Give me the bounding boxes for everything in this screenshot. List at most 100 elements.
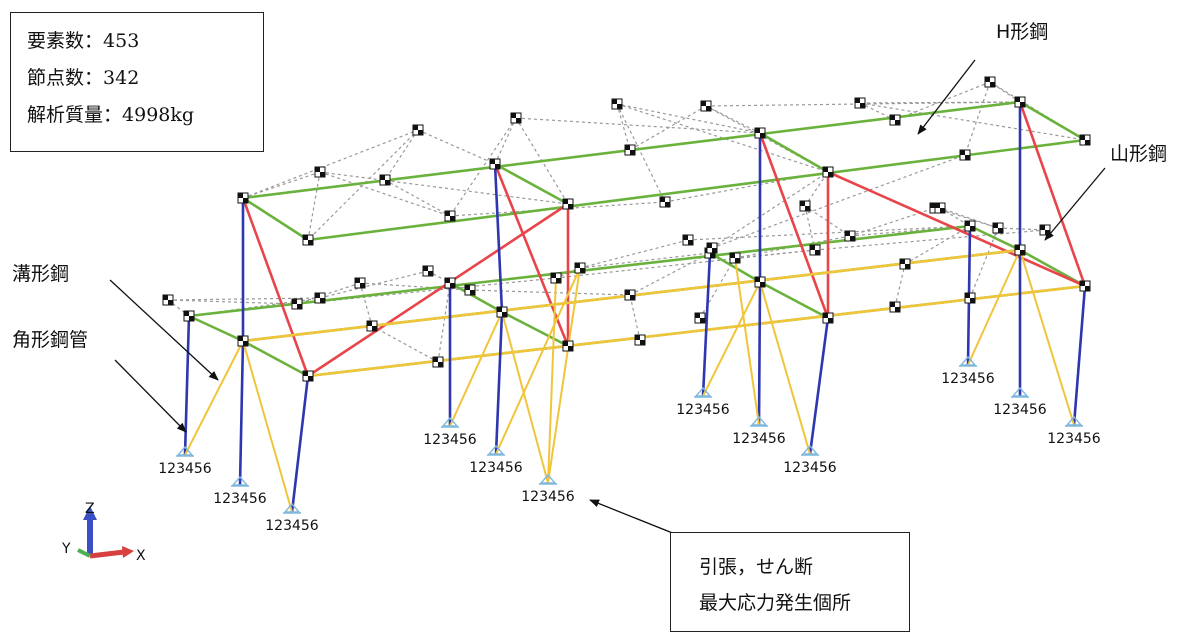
dashed-member (894, 263, 906, 308)
node-marker (706, 242, 718, 254)
leader-arrow (917, 59, 976, 135)
node-marker (562, 340, 574, 352)
angle-brace-member (495, 267, 581, 455)
dashed-member (167, 299, 298, 305)
support-icon (1065, 415, 1083, 426)
h-beam-member (758, 280, 830, 320)
h-beam-member (241, 196, 310, 242)
brace-member (758, 131, 830, 320)
h-beam-member (187, 314, 245, 343)
node-marker (854, 97, 866, 109)
node-marker (899, 258, 911, 270)
axis-z-arrow (83, 506, 97, 520)
node-marker (302, 234, 314, 246)
node-marker (634, 334, 646, 346)
node-marker (412, 124, 424, 136)
node-marker (822, 166, 834, 178)
axis-x-arrow (122, 546, 134, 558)
column-member (701, 252, 712, 397)
column-member (238, 340, 245, 486)
node-marker (444, 277, 456, 289)
node-marker (550, 272, 562, 284)
dashed-member (804, 171, 829, 207)
support-label: 123456 (265, 518, 319, 534)
brace-member (1018, 100, 1087, 288)
dashed-member (417, 129, 496, 165)
dashed-member (437, 282, 451, 363)
node-marker (444, 210, 456, 222)
column-member (290, 375, 310, 513)
h-beam-member (708, 251, 762, 284)
axis-x-label: X (136, 548, 146, 564)
node-marker (489, 158, 501, 170)
support-label: 123456 (469, 460, 523, 476)
h-beam-member (241, 339, 310, 378)
dashed-member (307, 129, 419, 241)
label-channel-steel: 溝形鋼 (12, 263, 69, 285)
support-icon (801, 444, 819, 455)
support-icon (959, 355, 977, 366)
angle-brace-member (184, 340, 244, 456)
support-icon (750, 415, 768, 426)
dashed-member (616, 103, 761, 134)
element-count-value: 453 (103, 30, 140, 52)
brace-member (241, 196, 310, 378)
axis-triad: Z Y X (61, 501, 146, 564)
node-marker (964, 220, 976, 232)
support-labels: 1234561234561234561234561234561234561234… (158, 371, 1101, 534)
brace-member (306, 202, 570, 378)
node-marker (700, 100, 712, 112)
dashed-member (629, 105, 707, 151)
node-marker (1014, 244, 1026, 256)
node-marker (1039, 224, 1051, 236)
dashed-member (734, 235, 851, 259)
dashed-member (859, 102, 1086, 141)
dashed-member (359, 282, 373, 327)
angle-brace-member (1019, 249, 1075, 426)
support-label: 123456 (993, 402, 1047, 418)
leader-arrow (114, 359, 187, 433)
model-info-box: 要素数：453 節点数：342 解析質量：4998kg (10, 12, 264, 152)
element-count-row: 要素数：453 (27, 23, 263, 60)
dashed-member (616, 103, 631, 151)
node-marker (379, 174, 391, 186)
node-marker (291, 298, 303, 310)
dashed-member (384, 129, 419, 181)
dashed-member (904, 225, 971, 265)
dashed-member (555, 249, 816, 279)
callout-line-1: 引張，せん断 (699, 556, 814, 578)
node-count-value: 342 (103, 67, 140, 89)
node-marker (574, 262, 586, 274)
mass-value: 4998kg (122, 104, 195, 126)
dashed-member (705, 105, 761, 134)
h-beam-member (758, 131, 830, 174)
dashed-member (167, 297, 321, 301)
node-marker (889, 301, 901, 313)
leader-arrow (109, 279, 219, 381)
leader-arrow (1044, 167, 1106, 241)
dashed-member (167, 299, 190, 317)
support-icon (176, 445, 194, 456)
dashed-lines (167, 81, 1086, 363)
support-icon (487, 444, 505, 455)
column-member (493, 163, 504, 313)
dashed-member (579, 252, 711, 269)
dashed-member (814, 229, 1046, 251)
dashed-member (242, 129, 419, 199)
axis-z-label: Z (85, 501, 95, 517)
support-icon (283, 502, 301, 513)
node-marker (1079, 134, 1091, 146)
dashed-member (687, 225, 971, 241)
column-member (1072, 285, 1087, 426)
support-label: 123456 (676, 402, 730, 418)
dashed-member (319, 171, 569, 205)
dashed-member (894, 81, 991, 121)
dashed-member (629, 294, 641, 341)
dashed-member (969, 227, 999, 299)
support-label: 123456 (521, 489, 575, 505)
node-marker (302, 370, 314, 382)
node-marker (354, 277, 366, 289)
node-marker (562, 198, 574, 210)
label-h-beam: H形鋼 (996, 21, 1048, 43)
support-label: 123456 (941, 371, 995, 387)
